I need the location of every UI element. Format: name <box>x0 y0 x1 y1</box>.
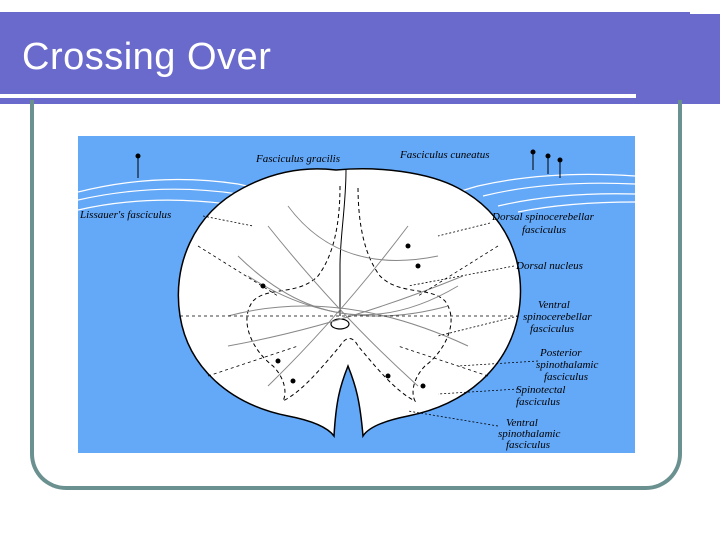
label-dorsal-spinocerebellar-2: fasciculus <box>522 224 566 236</box>
label-ventral-spinothalamic-2: spinothalamic <box>498 428 560 440</box>
content-frame <box>30 104 682 490</box>
label-fasciculus-gracilis: Fasciculus gracilis <box>255 153 340 165</box>
crossing-fibers <box>227 205 469 387</box>
title-bar: Crossing Over <box>0 12 720 104</box>
label-ventral-spinocerebellar-2: spinocerebellar <box>523 311 592 323</box>
label-leaders <box>202 215 539 427</box>
label-spinotectal-2: fasciculus <box>516 396 560 408</box>
gray-matter <box>246 185 452 403</box>
title-bar-notch <box>690 12 720 14</box>
neuron-cells <box>260 243 426 389</box>
label-posterior-spinothalamic-1: Posterior <box>539 347 582 359</box>
label-ventral-spinothalamic-1: Ventral <box>506 417 538 429</box>
label-ventral-spinocerebellar-3: fasciculus <box>530 323 574 335</box>
frame-cap-left <box>30 100 34 106</box>
label-spinotectal-1: Spinotectal <box>516 384 566 396</box>
title-underline <box>0 94 636 98</box>
spinal-cord-svg: Fasciculus gracilis Fasciculus cuneatus … <box>78 149 635 451</box>
label-posterior-spinothalamic-3: fasciculus <box>544 371 588 383</box>
dorsal-median-septum <box>339 169 347 316</box>
frame-cap-right <box>678 100 682 106</box>
slide-title: Crossing Over <box>22 36 272 78</box>
root-neurons <box>135 149 563 178</box>
label-posterior-spinothalamic-2: spinothalamic <box>536 359 598 371</box>
label-dorsal-nucleus: Dorsal nucleus <box>515 260 583 272</box>
spinal-cord-diagram: Fasciculus gracilis Fasciculus cuneatus … <box>78 136 635 453</box>
label-fasciculus-cuneatus: Fasciculus cuneatus <box>399 149 490 161</box>
label-lissauers-fasciculus: Lissauer's fasciculus <box>79 209 171 221</box>
spinal-cord-outline <box>177 168 522 439</box>
label-dorsal-spinocerebellar-1: Dorsal spinocerebellar <box>491 211 595 223</box>
label-ventral-spinocerebellar-1: Ventral <box>538 299 570 311</box>
label-ventral-spinothalamic-3: fasciculus <box>506 439 550 451</box>
